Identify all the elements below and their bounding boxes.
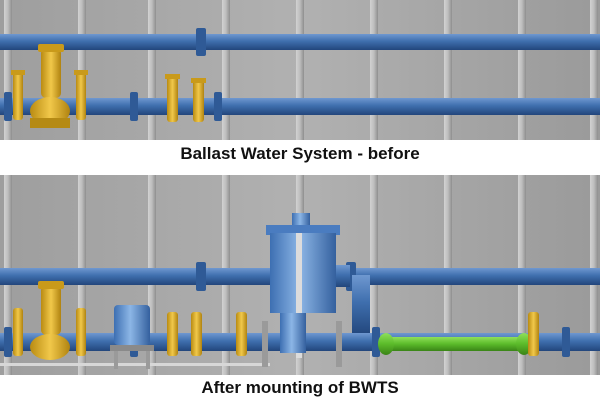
valve-icon	[167, 312, 178, 356]
pump-icon	[30, 281, 70, 360]
filter-tank-icon	[262, 213, 342, 367]
pump-icon	[30, 44, 70, 128]
drain-line	[0, 363, 270, 366]
valve-icon	[76, 308, 86, 356]
before-illustration	[0, 0, 600, 140]
valve-icon	[191, 312, 202, 356]
after-illustration	[0, 175, 600, 375]
upper-pipe	[0, 28, 600, 56]
valve-icon	[11, 70, 25, 120]
valve-icon	[191, 78, 206, 122]
caption-after: After mounting of BWTS	[201, 378, 399, 397]
valve-icon	[528, 312, 539, 356]
valve-icon	[236, 312, 247, 356]
caption-before: Ballast Water System - before	[180, 144, 420, 163]
before-panel	[0, 0, 600, 140]
filter-tank-icon	[110, 305, 154, 369]
valve-icon	[13, 308, 23, 356]
after-panel	[0, 175, 600, 375]
valve-icon	[74, 70, 88, 120]
lower-pipe	[0, 92, 600, 121]
valve-icon	[165, 74, 180, 122]
